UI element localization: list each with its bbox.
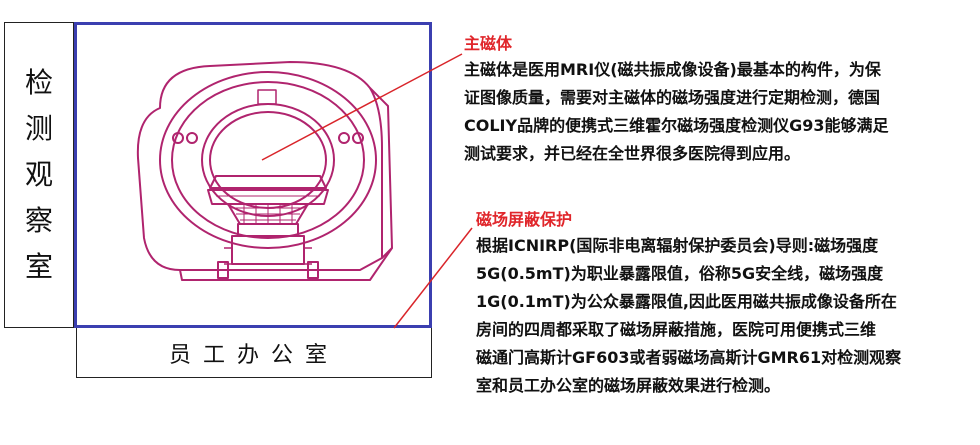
text-line: 主磁体是医用MRI仪(磁共振成像设备)最基本的构件，为保	[464, 60, 881, 79]
magnet-room	[74, 22, 432, 328]
text-line: 根据ICNIRP(国际非电离辐射保护委员会)导则:磁场强度	[476, 236, 879, 255]
inspection-room-char: 室	[24, 250, 53, 283]
shielding-title: 磁场屏蔽保护	[476, 210, 573, 229]
text-line: 测试要求，并已经在全世界很多医院得到应用。	[464, 144, 801, 163]
staff-office: 员工办公室	[76, 328, 432, 378]
text-line: 证图像质量，需要对主磁体的磁场强度进行定期检测，德国	[464, 88, 881, 107]
main-magnet-title: 主磁体	[464, 34, 513, 53]
inspection-room-char: 检	[24, 66, 53, 99]
text-line: COLIY品牌的便携式三维霍尔磁场强度检测仪G93能够满足	[464, 116, 889, 135]
inspection-room-char: 察	[24, 204, 53, 237]
text-line: 室和员工办公室的磁场屏蔽效果进行检测。	[476, 376, 781, 395]
text-line: 磁通门高斯计GF603或者弱磁场高斯计GMR61对检测观察	[476, 348, 902, 367]
text-line: 房间的四周都采取了磁场屏蔽措施，医院可用便携式三维	[476, 320, 877, 339]
inspection-room-char: 观	[24, 158, 53, 191]
text-line: 5G(0.5mT)为职业暴露限值，俗称5G安全线，磁场强度	[476, 264, 884, 283]
main-magnet-text: 主磁体是医用MRI仪(磁共振成像设备)最基本的构件，为保 证图像质量，需要对主磁…	[464, 56, 888, 168]
inspection-room: 检 测 观 察 室	[4, 22, 74, 328]
inspection-room-char: 测	[24, 112, 53, 145]
text-line: 1G(0.1mT)为公众暴露限值,因此医用磁共振成像设备所在	[476, 292, 897, 311]
mri-scanner-icon	[136, 61, 393, 281]
shielding-text: 根据ICNIRP(国际非电离辐射保护委员会)导则:磁场强度 5G(0.5mT)为…	[476, 232, 901, 400]
